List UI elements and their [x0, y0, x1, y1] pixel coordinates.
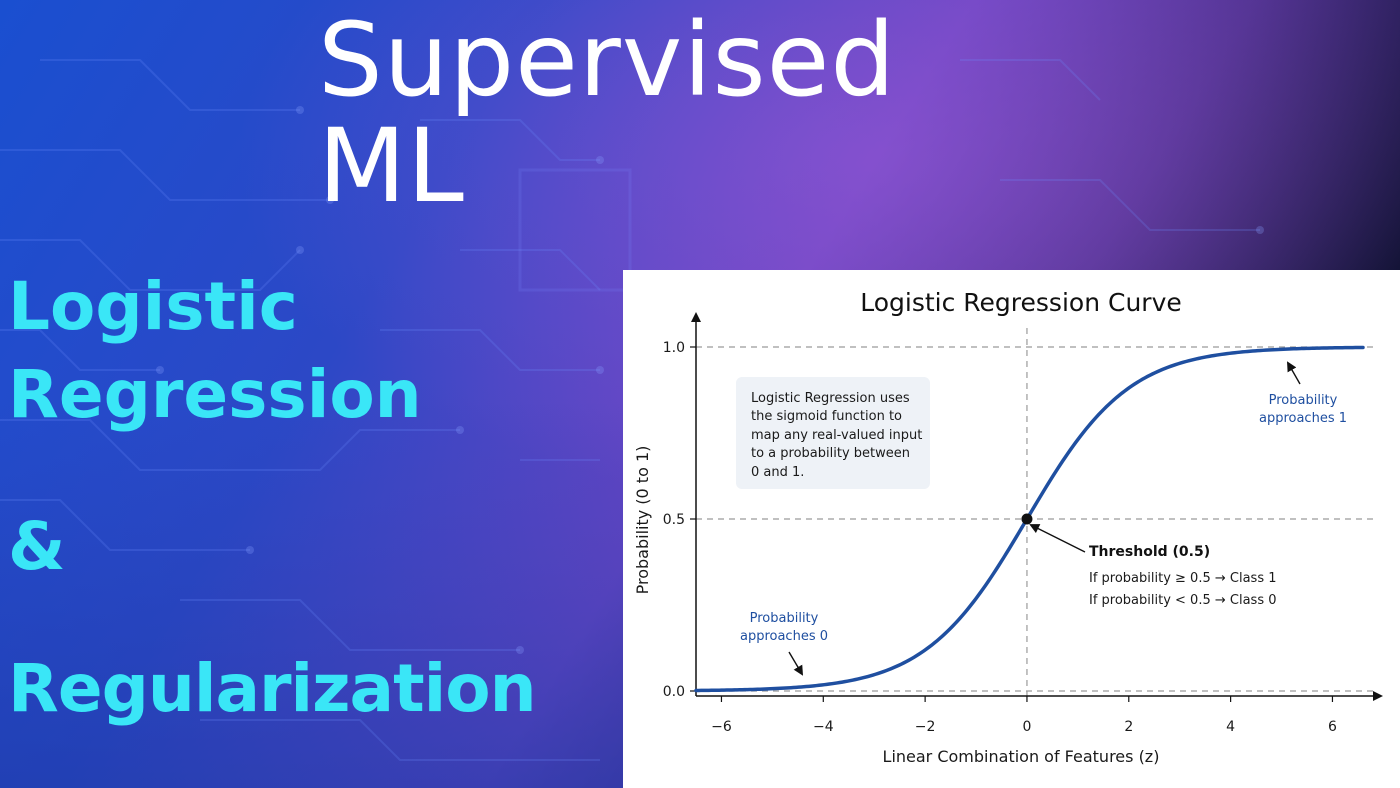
- approach0-arrow: [788, 651, 804, 676]
- side-headline-logistic: Logistic: [8, 268, 298, 345]
- x-tick-label-3: 0: [1022, 719, 1031, 735]
- chart-panel: Logistic Regression Curve −6 −4 −2 0 2 4 6 0.0 0…: [623, 270, 1400, 788]
- x-tick-label-2: −2: [915, 719, 936, 735]
- threshold-title: Threshold (0.5): [1089, 544, 1210, 560]
- y-tick-label-0: 0.0: [663, 684, 685, 700]
- logistic-regression-chart: Logistic Regression Curve −6 −4 −2 0 2 4 6 0.0 0…: [633, 288, 1383, 766]
- threshold-point: [1021, 513, 1033, 525]
- axis-ticks: −6 −4 −2 0 2 4 6 0.0 0.5 1.0: [663, 340, 1337, 735]
- chart-title: Logistic Regression Curve: [860, 288, 1182, 317]
- y-axis-label: Probability (0 to 1): [633, 446, 652, 595]
- approach1-line1: Probability: [1269, 393, 1338, 408]
- x-tick-label-5: 4: [1226, 719, 1235, 735]
- hero-title-line2: ML: [318, 107, 465, 226]
- approach0-line1: Probability: [750, 611, 819, 626]
- x-tick-label-0: −6: [711, 719, 732, 735]
- x-axis-label: Linear Combination of Features (z): [883, 747, 1160, 766]
- x-tick-label-1: −4: [813, 719, 834, 735]
- side-headline-regularization: Regularization: [8, 650, 537, 727]
- approach1-line2: approaches 1: [1259, 411, 1347, 426]
- threshold-rule-2: If probability < 0.5 → Class 0: [1089, 593, 1277, 608]
- info-box-background: [736, 377, 930, 489]
- info-line-4: to a probability between: [751, 446, 910, 461]
- approach0-line2: approaches 0: [740, 629, 828, 644]
- side-headline-regression: Regression: [8, 356, 422, 433]
- grid-lines: [696, 328, 1375, 696]
- hero-title: Supervised ML: [318, 8, 1018, 220]
- info-line-1: Logistic Regression uses: [751, 391, 910, 406]
- info-line-3: map any real-valued input: [751, 428, 922, 443]
- y-tick-label-2: 1.0: [663, 340, 685, 356]
- side-headline-ampersand: &: [8, 508, 66, 585]
- info-line-2: the sigmoid function to: [751, 409, 902, 424]
- y-tick-label-1: 0.5: [663, 512, 685, 528]
- threshold-rule-1: If probability ≥ 0.5 → Class 1: [1089, 571, 1277, 586]
- x-tick-label-4: 2: [1124, 719, 1133, 735]
- threshold-arrow: [1029, 524, 1086, 553]
- approach1-arrow: [1287, 361, 1301, 385]
- x-tick-label-6: 6: [1328, 719, 1337, 735]
- hero-title-line1: Supervised: [318, 1, 897, 120]
- info-box: Logistic Regression uses the sigmoid fun…: [736, 377, 930, 489]
- info-line-5: 0 and 1.: [751, 465, 804, 480]
